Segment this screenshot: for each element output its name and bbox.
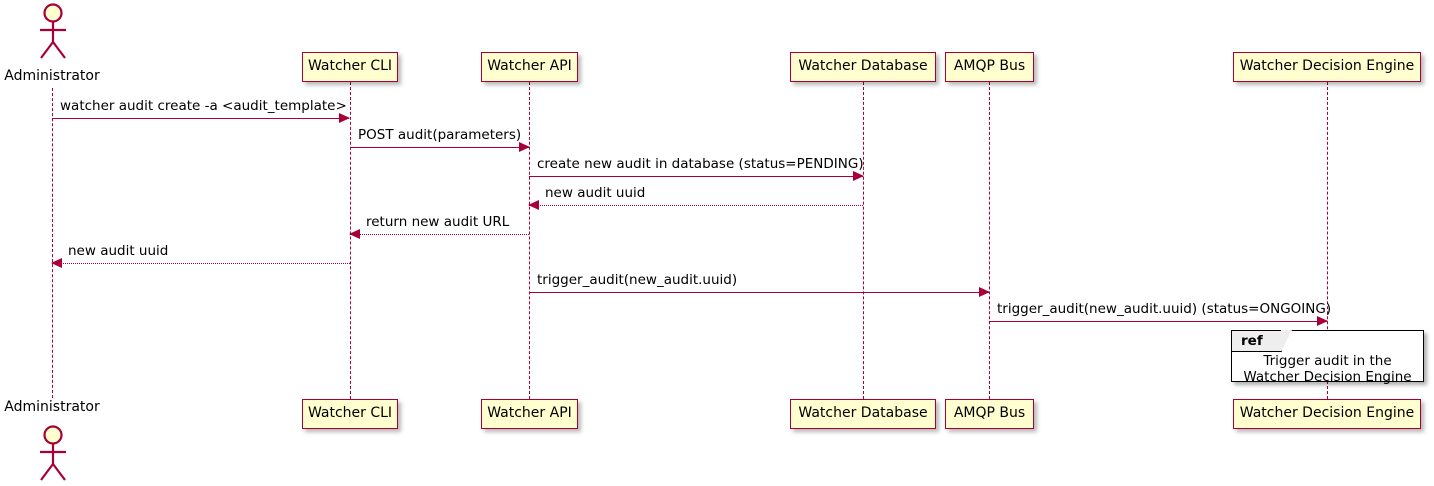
message-label: new audit uuid bbox=[68, 243, 169, 259]
message-label: trigger_audit(new_audit.uuid) bbox=[537, 272, 738, 288]
message-line bbox=[52, 118, 349, 119]
arrow-head-left-icon bbox=[528, 200, 539, 210]
lifeline-watcher-cli bbox=[350, 82, 351, 399]
arrow-head-right-icon bbox=[519, 142, 530, 152]
participant-watcher-decision-engine-bottom[interactable]: Watcher Decision Engine bbox=[1233, 399, 1421, 429]
participant-label: Watcher API bbox=[487, 405, 572, 421]
participant-watcher-cli-bottom[interactable]: Watcher CLI bbox=[302, 399, 398, 429]
ref-fragment-line: Watcher Decision Engine bbox=[1243, 369, 1412, 385]
participant-watcher-cli-top[interactable]: Watcher CLI bbox=[302, 52, 398, 82]
arrow-head-left-icon bbox=[349, 229, 360, 239]
ref-fragment-line: Trigger audit in the bbox=[1263, 353, 1392, 369]
message-label: create new audit in database (status=PEN… bbox=[537, 156, 864, 172]
participant-label: Watcher CLI bbox=[307, 405, 393, 421]
participant-amqp-bus-top[interactable]: AMQP Bus bbox=[945, 52, 1034, 82]
lifeline-watcher-decision-engine bbox=[1327, 82, 1328, 399]
message-line bbox=[529, 205, 863, 206]
message-label: return new audit URL bbox=[366, 214, 510, 230]
participant-watcher-api-bottom[interactable]: Watcher API bbox=[481, 399, 578, 429]
participant-label: Watcher CLI bbox=[307, 58, 393, 74]
arrow-head-left-icon bbox=[51, 258, 62, 268]
actor-administrator-top-icon bbox=[40, 3, 66, 59]
participant-watcher-api-top[interactable]: Watcher API bbox=[481, 52, 578, 82]
participant-label: Watcher Database bbox=[798, 58, 928, 74]
message-line bbox=[350, 147, 529, 148]
participant-label: AMQP Bus bbox=[953, 58, 1026, 74]
participant-watcher-decision-engine-top[interactable]: Watcher Decision Engine bbox=[1233, 52, 1421, 82]
arrow-head-right-icon bbox=[339, 113, 350, 123]
message-line bbox=[350, 234, 529, 235]
message-line bbox=[989, 321, 1327, 322]
participant-label: AMQP Bus bbox=[953, 405, 1026, 421]
message-label: trigger_audit(new_audit.uuid) (status=ON… bbox=[997, 301, 1332, 317]
ref-fragment-body: Trigger audit in the Watcher Decision En… bbox=[1232, 353, 1423, 385]
arrow-head-right-icon bbox=[853, 171, 864, 181]
lifeline-watcher-api bbox=[529, 82, 530, 399]
participant-watcher-database-bottom[interactable]: Watcher Database bbox=[790, 399, 936, 429]
message-line bbox=[529, 292, 989, 293]
lifeline-amqp-bus bbox=[989, 82, 990, 399]
participant-label: Watcher API bbox=[487, 58, 572, 74]
lifeline-watcher-database bbox=[863, 82, 864, 399]
arrow-head-right-icon bbox=[979, 287, 990, 297]
participant-amqp-bus-bottom[interactable]: AMQP Bus bbox=[945, 399, 1034, 429]
actor-administrator-bottom-icon bbox=[40, 425, 66, 481]
participant-watcher-database-top[interactable]: Watcher Database bbox=[790, 52, 936, 82]
message-label: POST audit(parameters) bbox=[358, 127, 522, 143]
participant-label: Watcher Database bbox=[798, 405, 928, 421]
actor-administrator-top-label: Administrator bbox=[4, 68, 100, 84]
arrow-head-right-icon bbox=[1317, 316, 1328, 326]
actor-administrator-bottom-label: Administrator bbox=[4, 399, 100, 415]
message-label: watcher audit create -a <audit_template> bbox=[60, 98, 347, 114]
message-label: new audit uuid bbox=[545, 185, 646, 201]
participant-label: Watcher Decision Engine bbox=[1239, 405, 1415, 421]
lifeline-administrator bbox=[52, 88, 53, 398]
message-line bbox=[529, 176, 863, 177]
ref-fragment: ref Trigger audit in the Watcher Decisio… bbox=[1231, 329, 1424, 385]
ref-fragment-keyword: ref bbox=[1241, 333, 1263, 349]
ref-fragment-tab bbox=[1232, 329, 1292, 352]
message-line bbox=[52, 263, 350, 264]
participant-label: Watcher Decision Engine bbox=[1239, 58, 1415, 74]
